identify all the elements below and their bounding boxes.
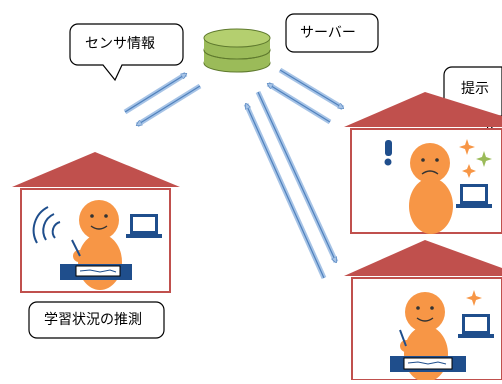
arrow-house2-to-server bbox=[268, 81, 332, 125]
tablet-icon bbox=[60, 264, 132, 280]
arrow-server-to-house2 bbox=[278, 67, 343, 111]
label-presentation: 提示 bbox=[461, 81, 489, 97]
callout-server bbox=[285, 13, 379, 53]
laptop-icon bbox=[458, 314, 494, 338]
wifi-icon bbox=[32, 206, 61, 244]
arrow-server-to-house3 bbox=[255, 90, 339, 262]
arrow-server-to-house1 bbox=[137, 83, 202, 128]
label-sensor-info: センサ情報 bbox=[85, 36, 155, 52]
callout-sensor-info bbox=[69, 23, 184, 82]
label-server: サーバー bbox=[300, 25, 356, 41]
server-icon bbox=[203, 28, 271, 73]
house-icon bbox=[344, 92, 502, 127]
sparkle-icon bbox=[459, 139, 492, 178]
person-icon bbox=[409, 143, 453, 234]
laptop-icon bbox=[456, 184, 492, 208]
house-top-right bbox=[344, 92, 502, 234]
house-icon bbox=[344, 240, 502, 276]
house-icon bbox=[12, 152, 180, 187]
sparkle-icon bbox=[466, 290, 482, 306]
house-bottom-right bbox=[344, 240, 502, 382]
callout-learning-status bbox=[28, 301, 165, 339]
house-left bbox=[12, 152, 180, 293]
tablet-icon bbox=[390, 356, 466, 372]
arrow-house3-to-server bbox=[243, 104, 327, 280]
laptop-icon bbox=[126, 214, 162, 238]
label-learning-status-estimation: 学習状況の推測 bbox=[44, 312, 142, 328]
arrow-house1-to-server bbox=[123, 71, 186, 115]
exclamation-icon bbox=[384, 140, 392, 166]
